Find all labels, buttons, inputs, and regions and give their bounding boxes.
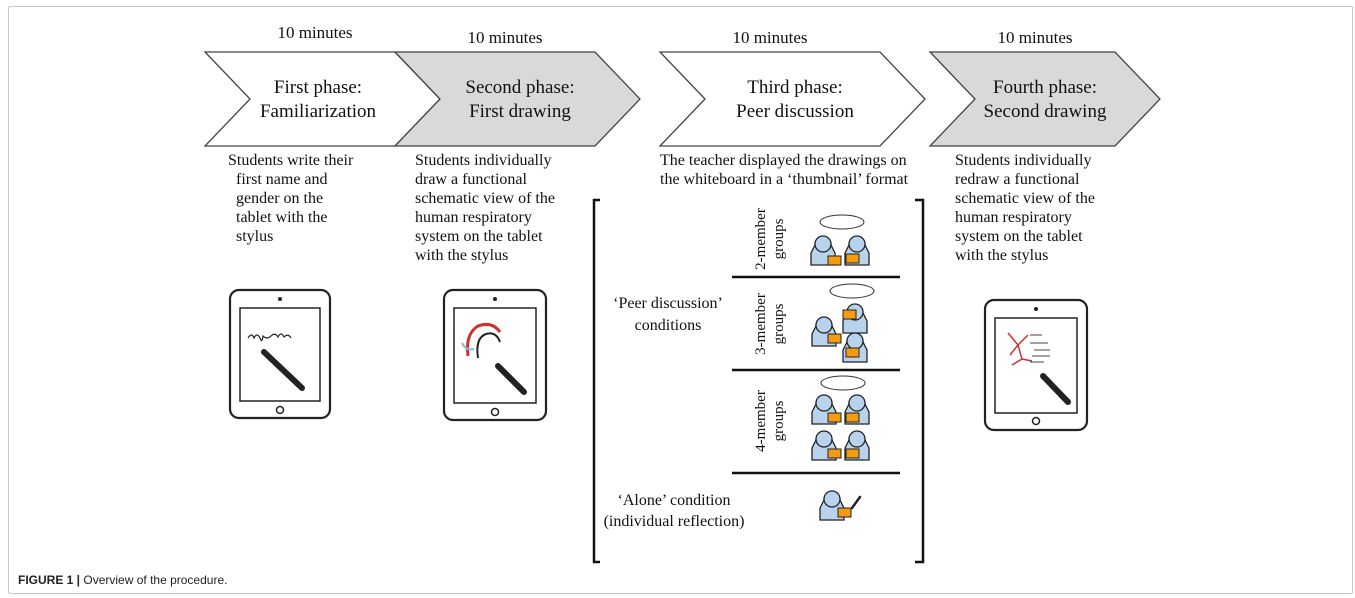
phase-4-desc-line: redraw a functional <box>955 171 1080 188</box>
phase-3-desc-line: The teacher displayed the drawings on <box>660 152 907 169</box>
phase-1-title-line1: First phase: <box>274 77 362 98</box>
phase-3-desc-line: the whiteboard in a ‘thumbnail’ format <box>660 171 909 188</box>
phase-3-arrow <box>658 51 926 147</box>
phase-2-desc-line: system on the tablet <box>415 228 543 245</box>
group-3-label-line2: groups <box>771 303 787 344</box>
phase-1-desc-line: stylus <box>236 228 273 245</box>
caption-text: Overview of the procedure. <box>80 573 228 587</box>
phase-2-title-line1: Second phase: <box>465 77 574 98</box>
phase-2-description: Students individually draw a functional … <box>415 152 555 264</box>
phase-2-title-line2: First drawing <box>469 101 571 122</box>
phase-4: 10 minutes Fourth phase: Second drawing <box>928 28 1161 147</box>
phase-4-desc-line: human respiratory <box>955 209 1072 226</box>
phase-2-desc-line: schematic view of the <box>415 190 555 207</box>
phase-2-desc-line: human respiratory <box>415 209 532 226</box>
phase-1-duration: 10 minutes <box>277 23 352 42</box>
phase-1-desc-line: Students write their <box>228 152 354 169</box>
phase-1-arrow <box>203 51 441 147</box>
alone-person <box>819 490 862 521</box>
phase-1-description: Students write their first name and gend… <box>228 152 354 245</box>
peer-condition-label-line2: conditions <box>635 317 702 334</box>
phase-4-title-line2: Second drawing <box>984 101 1107 122</box>
phase-4-title-line1: Fourth phase: <box>993 77 1097 98</box>
group-2-label-line1: 2-member <box>753 208 769 270</box>
caption-label: FIGURE 1 | <box>18 573 81 587</box>
figure-caption: FIGURE 1 | Overview of the procedure. <box>18 573 227 587</box>
phase-3-title-line1: Third phase: <box>747 77 843 98</box>
alone-condition-label-line1: ‘Alone’ condition <box>617 492 730 509</box>
phase-3: 10 minutes Third phase: Peer discussion <box>658 28 926 147</box>
phase-2: 10 minutes Second phase: First drawing <box>393 28 641 147</box>
phase-1-desc-line: gender on the <box>236 190 323 207</box>
phase-3-duration: 10 minutes <box>732 28 807 47</box>
phase-4-description: Students individually redraw a functiona… <box>955 152 1095 264</box>
phase-1-desc-line: first name and <box>236 171 328 188</box>
tablet-1-icon <box>228 288 332 420</box>
phase-2-arrow <box>393 51 641 147</box>
phase-1: 10 minutes First phase: Familiarization <box>203 23 441 147</box>
phase-4-desc-line: system on the tablet <box>955 228 1083 245</box>
phase-4-arrow <box>928 51 1161 147</box>
phase-2-desc-line: draw a functional <box>415 171 528 188</box>
phase-1-desc-line: tablet with the <box>236 209 328 226</box>
phase-2-desc-line: Students individually <box>415 152 551 169</box>
group-2-label-line2: groups <box>771 218 787 259</box>
figure-frame <box>8 6 1353 594</box>
phase-2-desc-line: with the stylus <box>415 247 508 264</box>
tablet-3-icon <box>983 298 1089 432</box>
tablet-2-icon <box>442 288 548 422</box>
phase-4-desc-line: Students individually <box>955 152 1091 169</box>
peer-condition-label-line1: ‘Peer discussion’ <box>613 295 723 312</box>
group-3-label-line1: 3-member <box>753 293 769 355</box>
phase-3-title-line2: Peer discussion <box>736 101 854 122</box>
phase-3-description: The teacher displayed the drawings on th… <box>660 152 909 188</box>
phase-4-duration: 10 minutes <box>997 28 1072 47</box>
conditions-bracket <box>592 198 925 564</box>
group-4-people <box>811 375 870 461</box>
alone-condition-label-line2: (individual reflection) <box>604 513 745 530</box>
phase-4-desc-line: schematic view of the <box>955 190 1095 207</box>
group-2-people <box>810 214 870 266</box>
group-3-people <box>811 283 875 363</box>
group-4-label-line1: 4-member <box>753 390 769 452</box>
group-4-label-line2: groups <box>771 400 787 441</box>
phase-1-title-line2: Familiarization <box>260 101 377 122</box>
phase-4-desc-line: with the stylus <box>955 247 1048 264</box>
phase-2-duration: 10 minutes <box>467 28 542 47</box>
